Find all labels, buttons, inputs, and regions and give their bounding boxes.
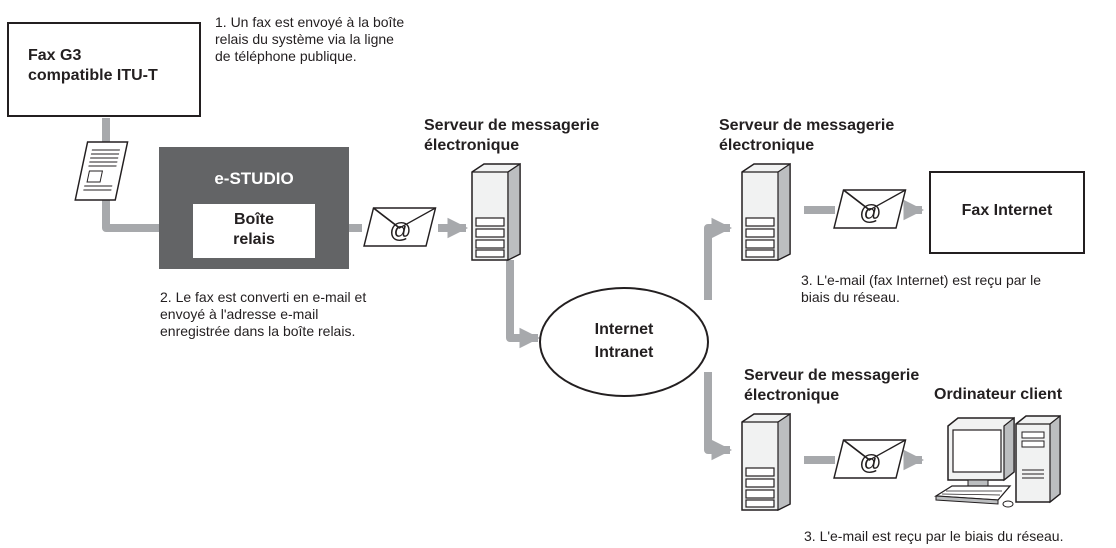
svg-text:@: @ <box>389 218 411 243</box>
fax-g3-line1: Fax G3 <box>28 47 82 64</box>
estudio-label: e-STUDIO <box>214 169 294 188</box>
server-tower-icon <box>741 412 791 511</box>
lower-server-line2: électronique <box>744 387 840 404</box>
arrow-network-to-upper-server <box>704 217 733 300</box>
main-server-title: Serveur de messagerie électronique <box>424 116 599 156</box>
relay-box-label: Boîte relais <box>193 210 315 250</box>
svg-text:@: @ <box>859 450 881 475</box>
upper-server-line1: Serveur de messagerie <box>719 117 895 134</box>
fax-g3-box: Fax G3 compatible ITU-T <box>7 22 201 117</box>
arrow-network-to-lower-server <box>704 372 733 461</box>
lower-server-title: Serveur de messagerie électronique <box>744 366 919 406</box>
main-server-line2: électronique <box>424 137 520 154</box>
svg-text:@: @ <box>859 200 881 225</box>
network-ellipse <box>539 287 709 397</box>
step-2-text: 2. Le fax est converti en e-mail et envo… <box>160 289 367 339</box>
network-label: Internet Intranet <box>538 318 710 364</box>
desktop-computer-icon <box>933 414 1061 508</box>
arrow-server-to-network <box>506 260 541 349</box>
upper-server-line2: électronique <box>719 137 815 154</box>
envelope-at-icon: @ <box>833 189 907 229</box>
relay-box-line2: relais <box>233 231 275 248</box>
upper-server-title: Serveur de messagerie électronique <box>719 116 894 156</box>
relay-box: Boîte relais <box>193 204 315 258</box>
fax-g3-label: Fax G3 compatible ITU-T <box>28 46 158 86</box>
network-line1: Internet <box>594 321 654 338</box>
step-3b-text: 3. L'e-mail est reçu par le biais du rés… <box>804 528 1064 544</box>
document-icon <box>74 141 129 201</box>
server-tower-icon <box>741 162 791 261</box>
fax-internet-box: Fax Internet <box>929 171 1085 254</box>
envelope-at-icon: @ <box>363 207 437 247</box>
client-label: Ordinateur client <box>934 386 1063 403</box>
estudio-device: e-STUDIO Boîte relais <box>159 147 349 269</box>
relay-box-line1: Boîte <box>234 211 274 228</box>
network-line2: Intranet <box>594 344 654 361</box>
fax-g3-line2: compatible ITU-T <box>28 67 158 84</box>
envelope-at-icon: @ <box>833 439 907 479</box>
step-3a-text: 3. L'e-mail (fax Internet) est reçu par … <box>801 272 1041 305</box>
main-server-line1: Serveur de messagerie <box>424 117 600 134</box>
server-tower-icon <box>471 162 521 261</box>
fax-internet-label: Fax Internet <box>961 202 1053 219</box>
lower-server-line1: Serveur de messagerie <box>744 367 920 384</box>
step-1-text: 1. Un fax est envoyé à la boîte relais d… <box>215 14 405 64</box>
